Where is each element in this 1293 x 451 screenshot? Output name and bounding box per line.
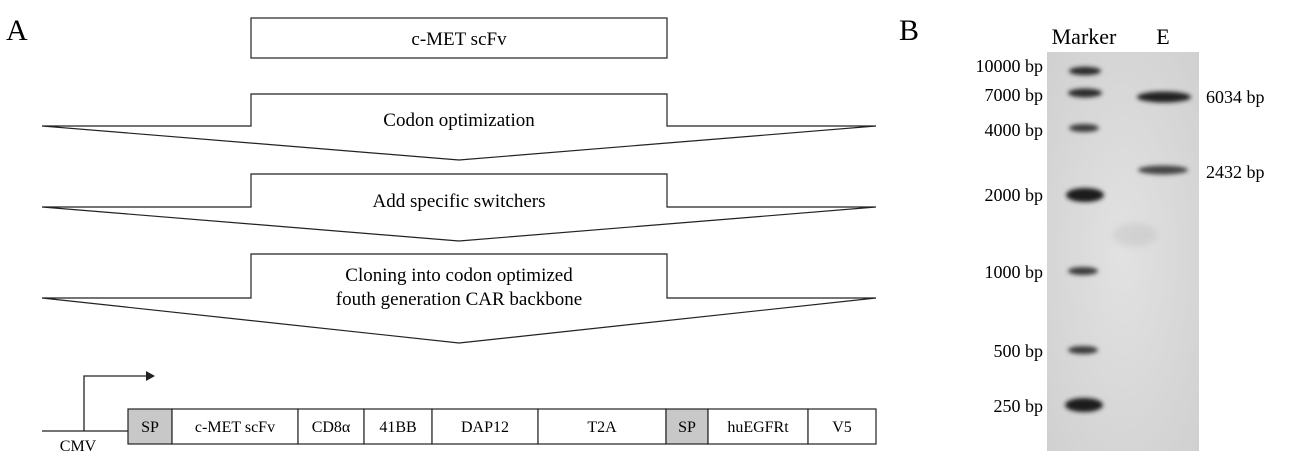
- segment-label: DAP12: [461, 419, 509, 436]
- marker-size-2000: 2000 bp: [985, 185, 1044, 205]
- marker-size-7000: 7000 bp: [985, 85, 1044, 105]
- segment-box: [807, 408, 877, 445]
- segment-label: V5: [832, 419, 852, 436]
- sp-segment-1: SP: [127, 408, 173, 445]
- promoter-arrow: [42, 371, 155, 432]
- panel-b-label: B: [899, 14, 919, 47]
- segment-box: [431, 408, 539, 445]
- segment-label: huEGFRt: [727, 419, 789, 436]
- step-text-3b: fouth generation CAR backbone: [336, 289, 582, 310]
- segment-label: T2A: [587, 419, 617, 436]
- huegfrt-segment: huEGFRt: [707, 408, 809, 445]
- marker-size-250: 250 bp: [994, 396, 1044, 416]
- segment-box: [127, 408, 173, 445]
- segment-box: [171, 408, 299, 445]
- ladder-band: [1069, 124, 1099, 132]
- scfv-title-box: c-MET scFv: [250, 17, 668, 59]
- ladder-band: [1068, 88, 1102, 98]
- sample-size-6034: 6034 bp: [1206, 87, 1265, 107]
- segment-box: [707, 408, 809, 445]
- panel-a-label: A: [6, 14, 28, 47]
- sample-band-2432: [1138, 165, 1188, 175]
- segment-label: SP: [678, 419, 696, 436]
- scfv-title-text: c-MET scFv: [411, 29, 507, 50]
- segment-label: SP: [141, 419, 159, 436]
- sample-band-6034: [1137, 91, 1191, 103]
- sample-size-2432: 2432 bp: [1206, 162, 1265, 182]
- segment-label: c-MET scFv: [195, 419, 275, 436]
- 41bb-segment: 41BB: [363, 408, 433, 445]
- step-text-3a: Cloning into codon optimized: [345, 265, 573, 286]
- cmet-scfv-segment: c-MET scFv: [171, 408, 299, 445]
- cd8a-segment: CD8α: [297, 408, 365, 445]
- ladder-band: [1069, 66, 1101, 76]
- ladder-band: [1068, 346, 1098, 354]
- segment-box: [363, 408, 433, 445]
- step-arrow-codon-optimization: Codon optimization: [41, 93, 877, 161]
- segment-label: 41BB: [379, 419, 416, 436]
- car-construct-map: SP c-MET scFv CD8α 41BB DAP12 T2A SP huEGFRt V5: [127, 408, 877, 445]
- marker-size-4000: 4000 bp: [985, 120, 1044, 140]
- dap12-segment: DAP12: [431, 408, 539, 445]
- lane-label-sample: E: [1156, 24, 1169, 49]
- promoter-label: CMV: [60, 438, 97, 451]
- step-text-2: Add specific switchers: [372, 191, 545, 212]
- marker-size-500: 500 bp: [994, 341, 1044, 361]
- ladder-band: [1068, 267, 1098, 275]
- marker-size-labels: 10000 bp 7000 bp 4000 bp 2000 bp 1000 bp…: [976, 56, 1044, 416]
- marker-ladder: [1065, 66, 1104, 412]
- sp-segment-2: SP: [665, 408, 709, 445]
- marker-size-10000: 10000 bp: [976, 56, 1044, 76]
- ladder-band: [1065, 398, 1103, 412]
- segment-label: CD8α: [312, 419, 351, 436]
- lane-label-marker: Marker: [1052, 24, 1117, 49]
- gel-image: [1047, 52, 1199, 451]
- segment-box: [297, 408, 365, 445]
- ladder-band: [1066, 188, 1104, 202]
- step-arrow-add-switchers: Add specific switchers: [41, 173, 877, 242]
- sample-lane: [1137, 91, 1191, 175]
- t2a-segment: T2A: [537, 408, 667, 445]
- segment-box: [665, 408, 709, 445]
- step-arrow-cloning: Cloning into codon optimized fouth gener…: [41, 253, 877, 344]
- step-text-1: Codon optimization: [383, 110, 535, 131]
- v5-segment: V5: [807, 408, 877, 445]
- marker-size-1000: 1000 bp: [985, 262, 1044, 282]
